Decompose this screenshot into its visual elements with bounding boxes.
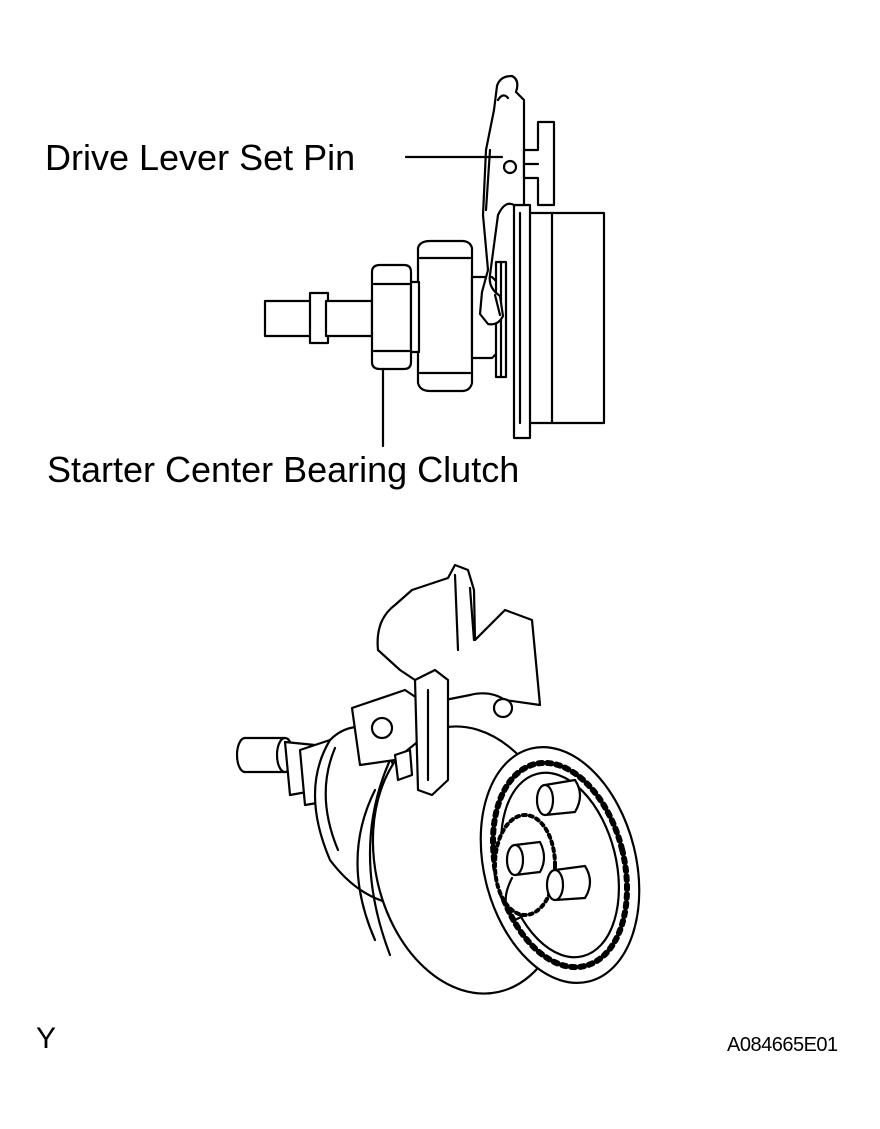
figure-code: A084665E01 — [727, 1034, 838, 1056]
drive-lever-3d — [376, 563, 542, 707]
drive-lever — [478, 74, 526, 326]
drive-lever-set-pin-label: Drive Lever Set Pin — [45, 137, 356, 178]
starter-center-bearing-clutch-label: Starter Center Bearing Clutch — [47, 449, 520, 490]
clutch-body — [416, 239, 474, 393]
center-bearing — [370, 263, 413, 371]
shaft-end — [263, 299, 317, 338]
view-letter: Y — [36, 1022, 57, 1055]
lever-bracket — [522, 120, 556, 207]
gear-housing — [518, 211, 606, 425]
set-pin — [502, 159, 518, 175]
shaft — [324, 299, 374, 338]
